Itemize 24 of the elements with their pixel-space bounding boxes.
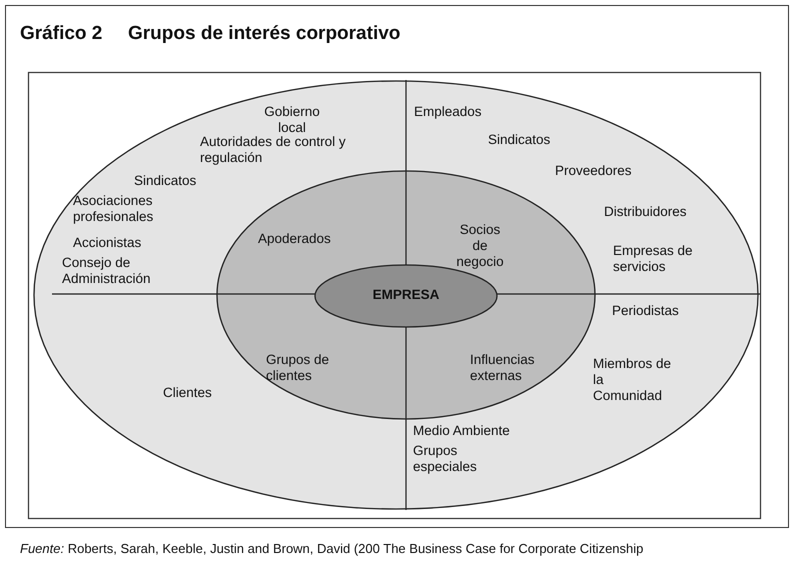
stakeholder-label: Apoderados [258,231,332,247]
stakeholder-label: Distribuidores [604,204,688,220]
diagram-title: Grupos de interés corporativo [128,26,400,42]
figure-number: Gráfico 2 [20,26,102,42]
stakeholder-label: Grupos de clientes [266,352,330,384]
stakeholder-label: Sindicatos [134,173,198,189]
center-label: EMPRESA [372,287,440,303]
stakeholder-label: Clientes [163,385,213,401]
stakeholder-label: Socios de negocio [455,222,505,270]
stakeholder-label: Empleados [414,104,483,120]
stakeholder-label: Sindicatos [488,132,552,148]
stakeholder-label: Autoridades de control y regulación [200,134,347,166]
stakeholder-label: Miembros de la Comunidad [593,356,672,404]
stakeholder-label: Medio Ambiente [413,423,511,439]
stakeholder-label: Asociaciones profesionales [73,193,154,225]
stakeholder-label: Gobierno local [263,104,321,136]
source-caption: Fuente: Roberts, Sarah, Keeble, Justin and Brown, David (200 The Business Case for Corporate Citizenship [20,541,644,557]
stakeholder-label: Grupos especiales [413,443,478,475]
stakeholder-label: Proveedores [555,163,633,179]
stakeholder-label: Periodistas [612,303,680,319]
stakeholder-label: Influencias externas [470,352,536,384]
stakeholder-label: Consejo de Administración [62,255,152,287]
stakeholder-label: Empresas de servicios [613,243,693,275]
stakeholder-label: Accionistas [73,235,142,251]
